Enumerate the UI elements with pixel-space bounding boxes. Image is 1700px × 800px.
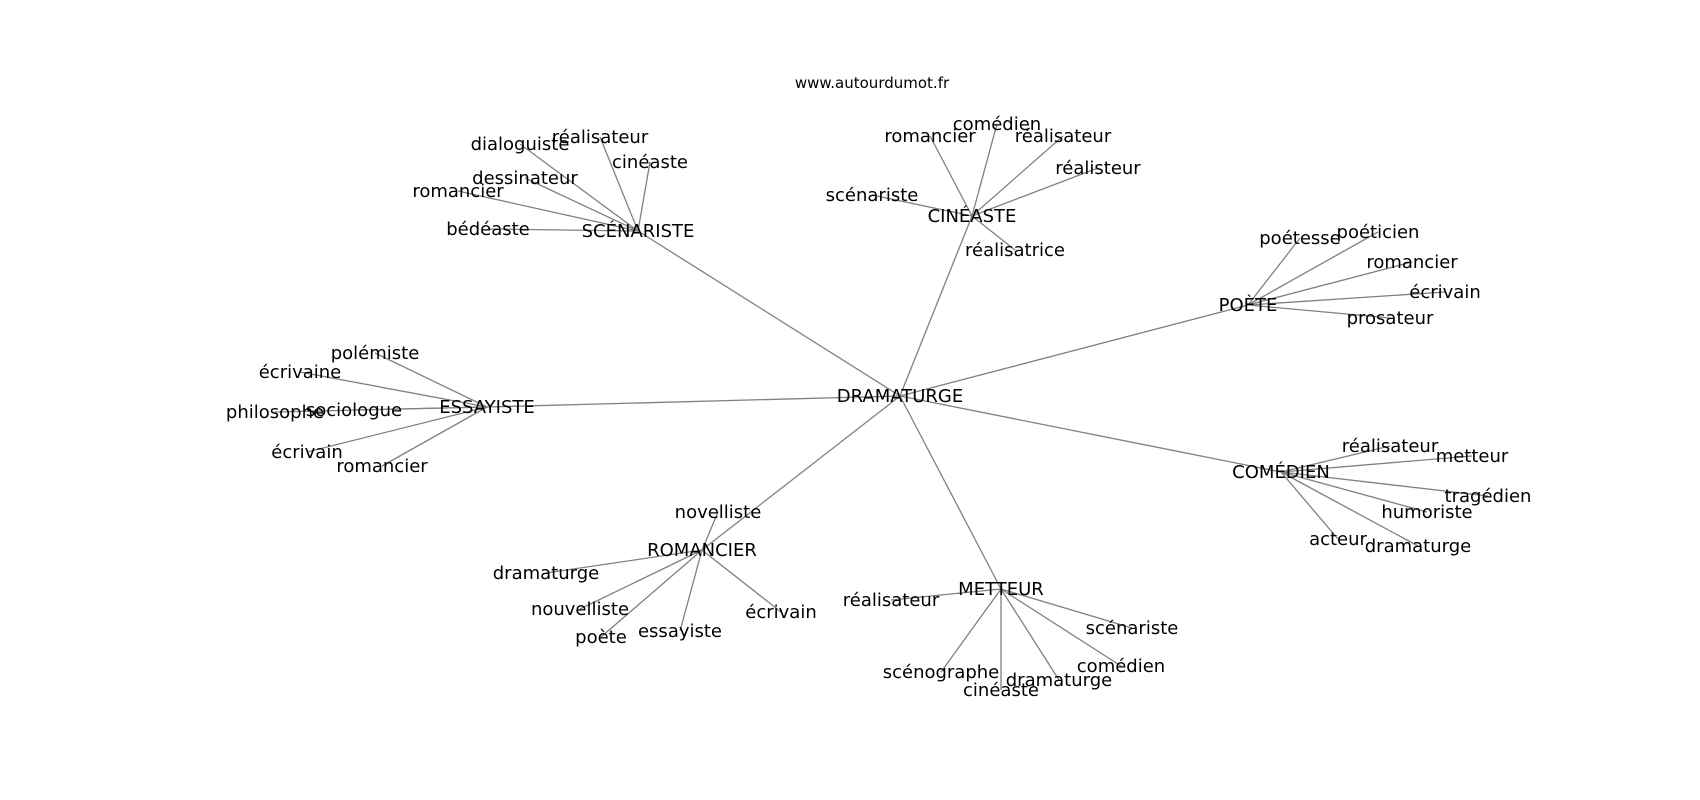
- hub-node-label: COMÉDIEN: [1232, 461, 1330, 483]
- leaf-edge: [971, 135, 1064, 217]
- edges: [274, 123, 1489, 690]
- leaf-edge: [940, 588, 1002, 673]
- leaf-edge: [871, 194, 973, 217]
- leaf-node-label: prosateur: [1347, 308, 1434, 329]
- leaf-edge: [524, 177, 639, 232]
- leaf-edge: [890, 588, 1002, 601]
- leaf-edge: [701, 511, 719, 551]
- leaf-edge: [299, 371, 488, 408]
- leaf-node-label: acteur: [1309, 529, 1367, 550]
- leaf-node-label: scénariste: [1086, 618, 1179, 639]
- leaf-node-label: dramaturge: [493, 563, 599, 584]
- leaf-node-label: réalisateur: [1015, 126, 1112, 147]
- hub-node-label: ROMANCIER: [647, 540, 757, 561]
- hub-node-label: POÈTE: [1219, 294, 1278, 316]
- center-edge: [899, 395, 1282, 473]
- leaf-node-label: cinéaste: [612, 152, 688, 173]
- leaf-node-label: dramaturge: [1006, 670, 1112, 691]
- leaf-node-label: réalisateur: [552, 127, 649, 148]
- leaf-edge: [1247, 231, 1379, 306]
- center-edge: [486, 395, 901, 408]
- leaf-edge: [1280, 471, 1428, 513]
- leaf-node-label: bédéaste: [446, 219, 530, 240]
- leaf-edge: [1247, 237, 1301, 306]
- leaf-edge: [1247, 304, 1391, 319]
- source-url: www.autourdumot.fr: [795, 74, 950, 92]
- leaf-node-label: réalisteur: [1055, 158, 1141, 179]
- leaf-node-label: réalisateur: [1342, 436, 1439, 457]
- leaf-edge: [1280, 471, 1339, 540]
- leaf-node-label: comédien: [953, 114, 1041, 135]
- center-edge: [899, 215, 973, 397]
- leaf-edge: [971, 123, 998, 217]
- leaf-node-label: poéticien: [1337, 222, 1420, 243]
- leaf-node-label: poète: [575, 627, 627, 648]
- leaf-node-label: tragédien: [1445, 486, 1532, 507]
- hub-node-label: SCÉNARISTE: [582, 220, 695, 242]
- leaf-node-label: dialoguiste: [471, 134, 570, 155]
- leaf-node-label: écrivaine: [259, 362, 342, 383]
- leaf-edge: [545, 549, 703, 574]
- leaf-node-label: romancier: [1366, 252, 1458, 273]
- leaf-edge: [701, 549, 782, 613]
- leaf-edge: [679, 549, 703, 632]
- leaf-edge: [381, 406, 488, 467]
- leaf-node-label: cinéaste: [963, 680, 1039, 701]
- node-labels: DRAMATURGE dialoguisteréalisateurcinéast…: [226, 114, 1532, 701]
- leaf-node-label: sociologue: [306, 400, 402, 421]
- center-node-label: DRAMATURGE: [837, 386, 963, 407]
- hub-node-label: METTEUR: [958, 579, 1044, 600]
- leaf-node-label: comédien: [1077, 656, 1165, 677]
- leaf-edge: [1280, 455, 1473, 473]
- leaf-node-label: romancier: [336, 456, 428, 477]
- leaf-edge: [1280, 471, 1419, 547]
- leaf-edge: [599, 136, 639, 232]
- leaf-edge: [1247, 291, 1446, 306]
- leaf-edge: [1280, 445, 1391, 473]
- leaf-edge: [306, 406, 488, 453]
- leaf-node-label: polémiste: [331, 343, 420, 364]
- leaf-edge: [487, 228, 639, 232]
- leaf-node-label: réalisateur: [843, 590, 940, 611]
- leaf-edge: [600, 549, 703, 638]
- leaf-edge: [1247, 261, 1413, 306]
- leaf-node-label: écrivain: [271, 442, 342, 463]
- center-edge: [899, 395, 1002, 590]
- leaf-node-label: philosophe: [226, 402, 324, 423]
- leaf-edge: [971, 215, 1016, 251]
- leaf-node-label: nouvelliste: [531, 599, 629, 620]
- leaf-edge: [579, 549, 703, 610]
- center-edge: [899, 304, 1249, 397]
- leaf-node-label: écrivain: [1409, 282, 1480, 303]
- hub-node-label: ESSAYISTE: [439, 397, 535, 418]
- leaf-edge: [1000, 588, 1060, 681]
- leaf-node-label: essayiste: [638, 621, 722, 642]
- leaf-edge: [353, 406, 488, 411]
- leaf-node-label: poétesse: [1259, 228, 1340, 249]
- leaf-edge: [457, 190, 639, 232]
- leaf-edge: [374, 352, 488, 408]
- leaf-node-label: dessinateur: [472, 168, 578, 189]
- leaf-edge: [929, 135, 973, 217]
- leaf-edge: [519, 143, 639, 232]
- center-edge: [637, 230, 901, 397]
- leaf-node-label: scénographe: [883, 662, 1000, 683]
- leaf-node-label: romancier: [412, 181, 504, 202]
- leaf-node-label: romancier: [884, 126, 976, 147]
- leaf-node-label: dramaturge: [1365, 536, 1471, 557]
- center-edge: [701, 395, 901, 551]
- leaf-edge: [971, 167, 1099, 217]
- leaf-node-label: réalisatrice: [965, 240, 1065, 261]
- leaf-node-label: humoriste: [1381, 502, 1472, 523]
- leaf-node-label: écrivain: [745, 602, 816, 623]
- hub-node-label: CINÉASTE: [928, 205, 1017, 227]
- leaf-node-label: novelliste: [675, 502, 762, 523]
- leaf-node-label: metteur: [1436, 446, 1509, 467]
- leaf-edge: [637, 161, 651, 232]
- leaf-edge: [1000, 588, 1133, 629]
- leaf-edge: [1000, 588, 1122, 667]
- leaf-node-label: scénariste: [826, 185, 919, 206]
- leaf-edge: [1280, 471, 1489, 497]
